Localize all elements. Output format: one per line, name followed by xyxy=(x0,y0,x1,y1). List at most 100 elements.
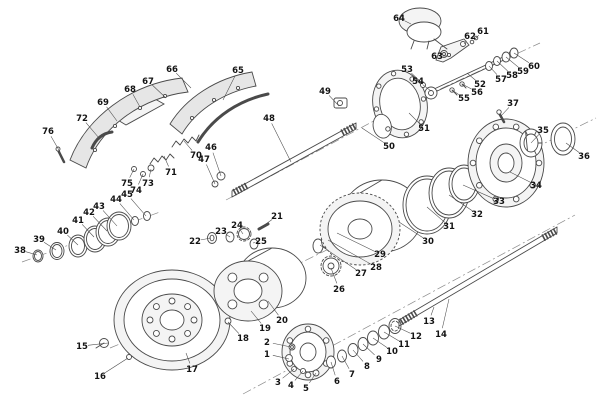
part-label-27: 27 xyxy=(319,244,367,279)
part-label-65: 65 xyxy=(222,66,244,101)
part-label-20: 20 xyxy=(267,300,288,326)
part-label-7: 7 xyxy=(341,355,355,380)
svg-text:75: 75 xyxy=(121,179,133,189)
svg-text:12: 12 xyxy=(410,332,422,342)
svg-text:29: 29 xyxy=(374,250,386,260)
svg-text:21: 21 xyxy=(271,212,283,222)
svg-text:2: 2 xyxy=(264,338,270,348)
part-label-64: 64 xyxy=(393,14,412,25)
svg-text:50: 50 xyxy=(383,142,395,152)
svg-text:57: 57 xyxy=(495,75,507,85)
part-label-70: 70 xyxy=(183,140,202,161)
svg-text:23: 23 xyxy=(215,227,227,237)
part-label-76: 76 xyxy=(42,127,61,153)
svg-text:30: 30 xyxy=(422,237,434,247)
part-label-48: 48 xyxy=(263,114,292,163)
part-label-71: 71 xyxy=(163,155,177,178)
svg-text:25: 25 xyxy=(255,237,267,247)
part-label-75: 75 xyxy=(121,168,135,189)
svg-text:61: 61 xyxy=(477,27,489,37)
svg-text:14: 14 xyxy=(435,330,447,340)
svg-text:22: 22 xyxy=(189,237,201,247)
part-label-66: 66 xyxy=(166,65,192,89)
svg-text:60: 60 xyxy=(528,62,540,72)
part-label-68: 68 xyxy=(124,85,141,108)
svg-text:51: 51 xyxy=(418,124,430,134)
part-label-11: 11 xyxy=(383,331,410,350)
svg-text:11: 11 xyxy=(398,340,410,350)
svg-text:10: 10 xyxy=(386,347,398,357)
svg-text:46: 46 xyxy=(205,143,217,153)
svg-text:1: 1 xyxy=(264,350,270,360)
part-label-43: 43 xyxy=(93,202,118,227)
svg-text:48: 48 xyxy=(263,114,275,124)
svg-text:8: 8 xyxy=(364,362,370,372)
svg-text:73: 73 xyxy=(142,179,154,189)
axle-drive-shaft xyxy=(211,122,357,198)
part-label-3: 3 xyxy=(275,368,295,388)
input-flange xyxy=(281,323,335,381)
svg-text:40: 40 xyxy=(57,227,69,237)
svg-text:32: 32 xyxy=(471,210,483,220)
svg-text:70: 70 xyxy=(190,151,202,161)
svg-text:35: 35 xyxy=(537,126,549,136)
part-label-4: 4 xyxy=(288,370,304,391)
brake-shoes xyxy=(69,71,270,169)
svg-text:15: 15 xyxy=(76,342,88,352)
part-label-36: 36 xyxy=(565,142,590,162)
svg-text:72: 72 xyxy=(76,114,88,124)
svg-text:76: 76 xyxy=(42,127,54,137)
part-label-53: 53 xyxy=(401,65,424,85)
svg-text:28: 28 xyxy=(370,263,382,273)
svg-text:37: 37 xyxy=(507,99,519,109)
svg-text:5: 5 xyxy=(303,384,309,394)
part-label-63: 63 xyxy=(431,52,448,62)
output-axle-shaft xyxy=(398,226,558,327)
differential-carrier xyxy=(372,69,428,139)
svg-text:63: 63 xyxy=(431,52,443,62)
part-label-26: 26 xyxy=(330,267,345,295)
part-label-49: 49 xyxy=(319,87,340,107)
svg-text:56: 56 xyxy=(471,88,483,98)
part-label-19: 19 xyxy=(250,310,271,334)
part-label-42: 42 xyxy=(83,208,108,232)
svg-text:42: 42 xyxy=(83,208,95,218)
part-label-30: 30 xyxy=(398,221,434,247)
part-label-57: 57 xyxy=(488,65,507,85)
svg-text:38: 38 xyxy=(14,246,26,256)
svg-text:4: 4 xyxy=(288,381,294,391)
svg-text:65: 65 xyxy=(232,66,244,76)
svg-text:24: 24 xyxy=(231,221,243,231)
part-label-37: 37 xyxy=(500,99,519,117)
part-label-22: 22 xyxy=(189,237,212,247)
svg-text:6: 6 xyxy=(334,377,340,387)
svg-text:64: 64 xyxy=(393,14,405,24)
part-label-54: 54 xyxy=(412,77,432,92)
part-label-50: 50 xyxy=(361,127,395,152)
part-label-40: 40 xyxy=(57,227,79,246)
part-label-56: 56 xyxy=(461,83,483,98)
part-label-44: 44 xyxy=(110,195,135,221)
part-label-15: 15 xyxy=(76,342,109,352)
svg-text:18: 18 xyxy=(237,334,249,344)
svg-text:17: 17 xyxy=(186,365,198,375)
retaining-rings xyxy=(402,164,480,235)
svg-text:33: 33 xyxy=(493,197,505,207)
brake-spider xyxy=(213,247,307,325)
part-label-12: 12 xyxy=(394,325,422,342)
part-label-67: 67 xyxy=(142,77,167,99)
part-label-25: 25 xyxy=(252,237,267,247)
part-label-10: 10 xyxy=(372,337,398,357)
part-label-24: 24 xyxy=(231,221,244,235)
part-label-69: 69 xyxy=(97,98,118,122)
part-label-74: 74 xyxy=(130,173,144,196)
part-label-29: 29 xyxy=(336,232,386,260)
part-label-39: 39 xyxy=(33,235,57,251)
part-label-2: 2 xyxy=(264,338,292,348)
part-label-31: 31 xyxy=(426,206,455,232)
svg-text:69: 69 xyxy=(97,98,109,108)
part-label-28: 28 xyxy=(327,239,382,273)
svg-text:41: 41 xyxy=(72,216,84,226)
